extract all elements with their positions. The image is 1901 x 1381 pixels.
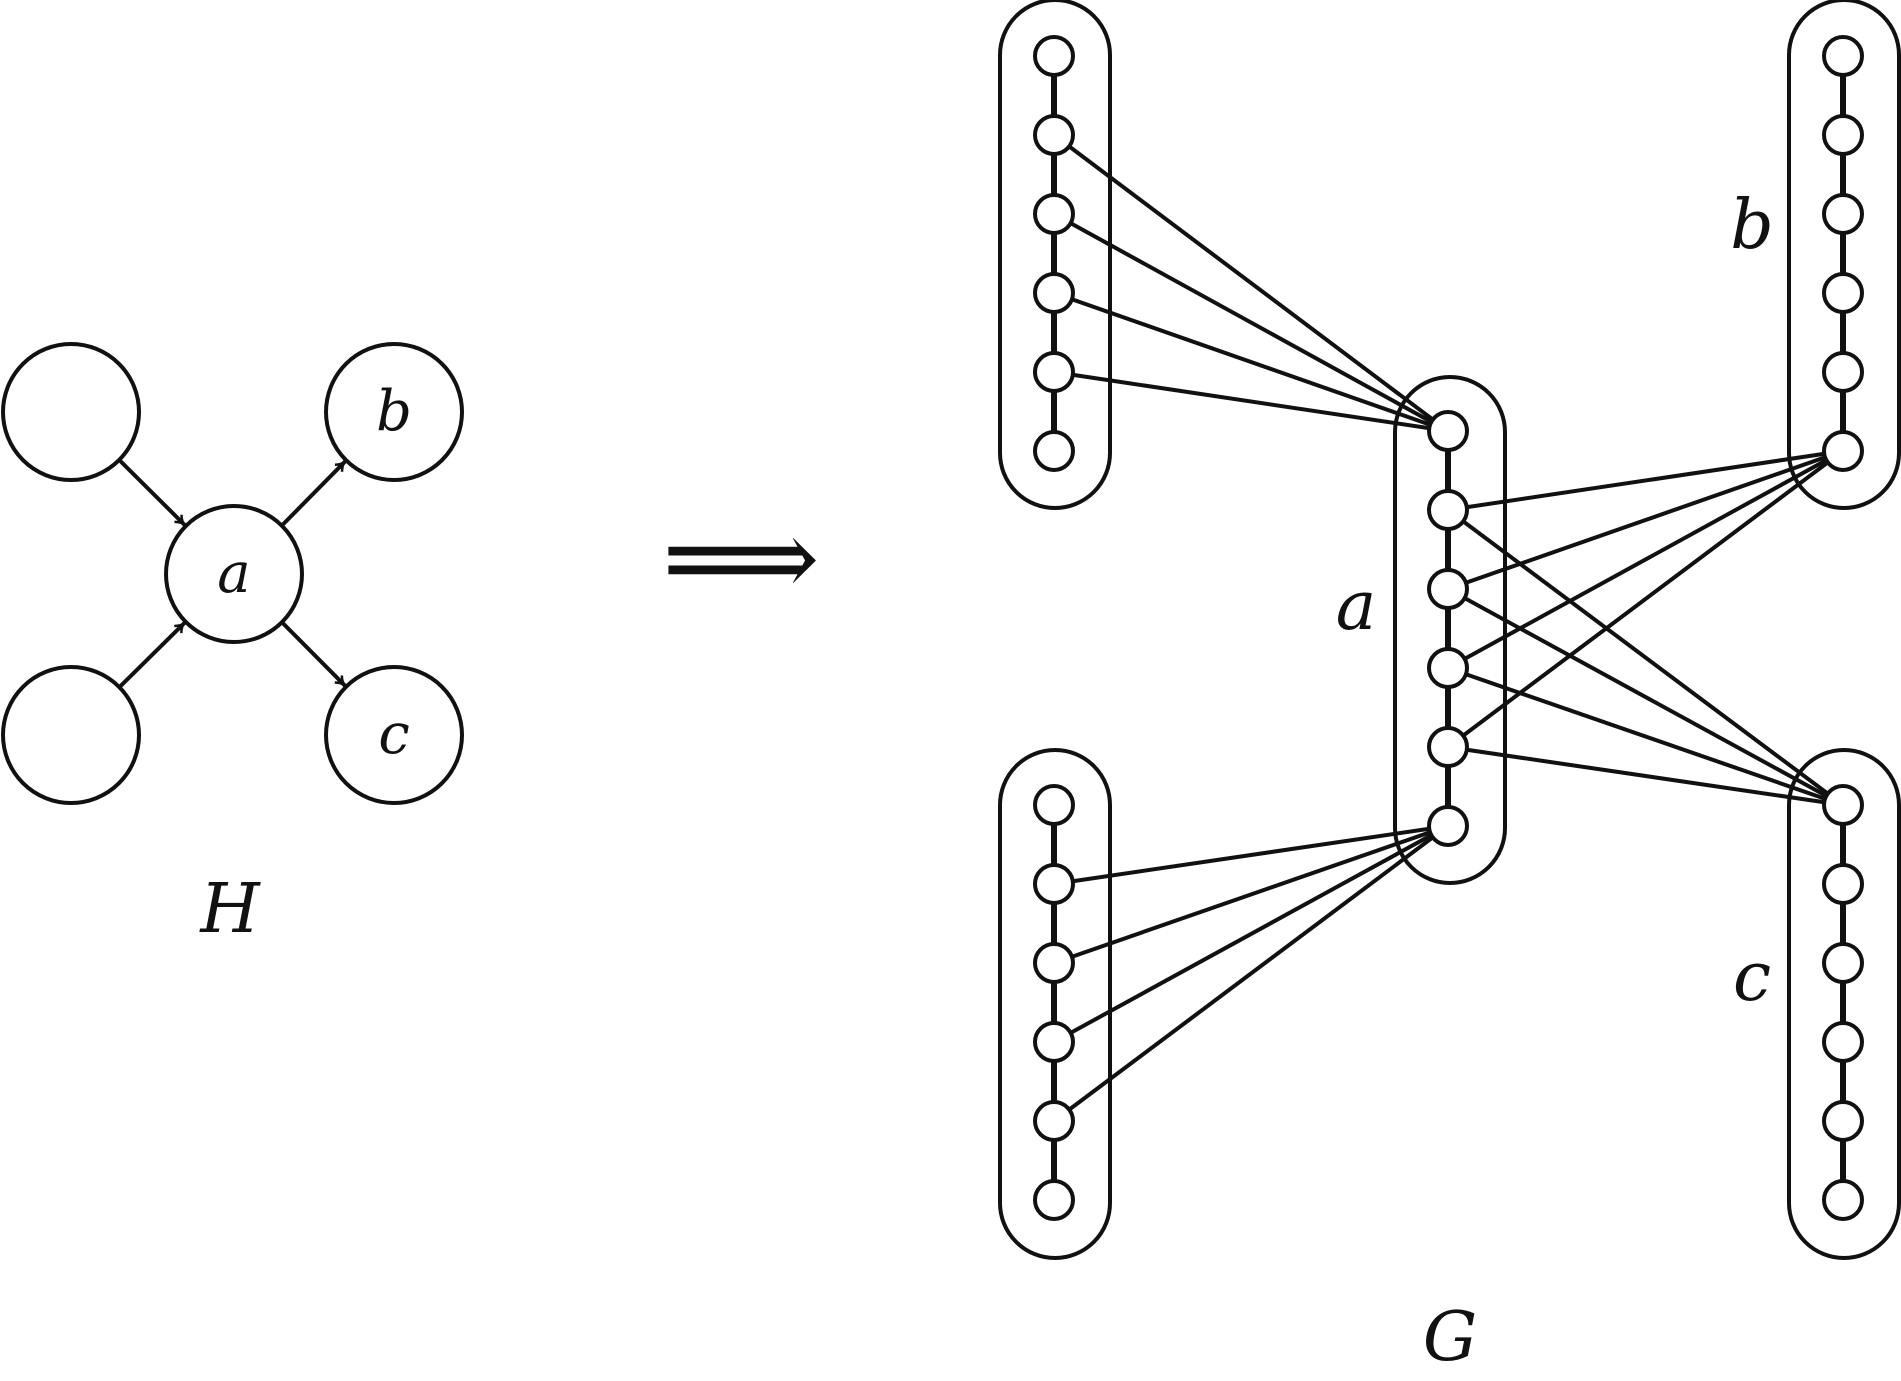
g-cross-edge-u23-a5 — [1053, 824, 1449, 1044]
g-cross-edge-a1-c0 — [1446, 508, 1845, 807]
g-vertex-a-3 — [1427, 647, 1469, 689]
h-node-label-a: a — [217, 541, 250, 606]
g-vertex-b-2 — [1822, 193, 1864, 235]
g-group-outline-u2 — [998, 748, 1112, 1260]
h-node-b — [324, 342, 464, 482]
g-vertex-u2-5 — [1033, 1179, 1075, 1221]
graph-g-chains — [1051, 56, 1846, 1200]
h-node-u2 — [1, 665, 141, 805]
g-group-label-b: b — [1730, 186, 1774, 265]
g-cross-edge-u24-a5 — [1052, 824, 1450, 1123]
graph-g-vertices — [1033, 35, 1864, 1221]
g-vertex-u2-4 — [1033, 1100, 1075, 1142]
g-vertex-u2-2 — [1033, 942, 1075, 984]
graph-h-caption: H — [198, 870, 261, 949]
g-vertex-b-3 — [1822, 272, 1864, 314]
g-vertex-u2-1 — [1033, 863, 1075, 905]
g-vertex-c-1 — [1822, 863, 1864, 905]
g-cross-edge-a4-c0 — [1447, 745, 1844, 807]
g-cross-edge-u21-a5 — [1053, 824, 1449, 886]
g-vertex-c-3 — [1822, 1021, 1864, 1063]
g-cross-edge-u11-a0 — [1052, 133, 1450, 433]
g-group-outline-u1 — [998, 0, 1112, 510]
g-vertex-u2-0 — [1033, 784, 1075, 826]
g-group-outline-a — [1393, 375, 1507, 885]
graph-h-edges — [117, 458, 347, 689]
g-cross-edge-u14-a0 — [1053, 370, 1449, 433]
implies-arrow: ⟹ — [662, 494, 820, 622]
g-vertex-c-0 — [1822, 784, 1864, 826]
graph-g-groups — [998, 0, 1901, 1260]
g-group-label-a: a — [1336, 567, 1377, 646]
g-group-label-c: c — [1733, 938, 1771, 1017]
g-vertex-u1-0 — [1033, 35, 1075, 77]
g-vertex-b-0 — [1822, 35, 1864, 77]
graph-g-labels: a b c — [1336, 186, 1774, 1017]
h-node-label-b: b — [376, 379, 412, 444]
g-group-outline-c — [1787, 748, 1901, 1260]
h-node-c — [324, 665, 464, 805]
g-vertex-a-2 — [1427, 568, 1469, 610]
g-vertex-a-1 — [1427, 489, 1469, 531]
g-vertex-a-4 — [1427, 726, 1469, 768]
h-edge-a-b — [280, 459, 347, 528]
g-vertex-c-5 — [1822, 1179, 1864, 1221]
g-cross-edge-a3-c0 — [1447, 666, 1844, 807]
graph-g: a b c G — [998, 0, 1901, 1377]
g-cross-edge-a3-b5 — [1447, 449, 1844, 670]
g-vertex-c-2 — [1822, 942, 1864, 984]
h-edge-a-c — [280, 620, 347, 688]
g-vertex-u1-2 — [1033, 193, 1075, 235]
g-vertex-u1-5 — [1033, 430, 1075, 472]
g-cross-edge-u22-a5 — [1053, 824, 1449, 965]
g-vertex-u1-4 — [1033, 351, 1075, 393]
g-cross-edge-u12-a0 — [1053, 212, 1449, 433]
g-vertex-b-4 — [1822, 351, 1864, 393]
g-vertex-u1-3 — [1033, 272, 1075, 314]
h-edge-u2-a — [117, 621, 187, 689]
graph-g-caption: G — [1423, 1298, 1477, 1377]
g-group-outline-b — [1787, 0, 1901, 510]
h-edge-u1-a — [117, 458, 187, 527]
h-node-label-c: c — [378, 702, 409, 767]
h-node-a — [164, 504, 304, 644]
g-vertex-u1-1 — [1033, 114, 1075, 156]
graph-g-cross-edges — [1052, 133, 1845, 1123]
g-vertex-a-5 — [1427, 805, 1469, 847]
graph-h: a b c H — [1, 342, 464, 949]
h-node-u1 — [1, 342, 141, 482]
g-vertex-b-1 — [1822, 114, 1864, 156]
g-cross-edge-a2-c0 — [1447, 587, 1844, 807]
g-vertex-c-4 — [1822, 1100, 1864, 1142]
g-cross-edge-a4-b5 — [1446, 449, 1845, 749]
g-vertex-a-0 — [1427, 410, 1469, 452]
g-vertex-u2-3 — [1033, 1021, 1075, 1063]
graph-h-nodes: a b c — [1, 342, 464, 805]
g-vertex-b-5 — [1822, 430, 1864, 472]
g-cross-edge-a1-b5 — [1447, 449, 1844, 512]
g-cross-edge-a2-b5 — [1447, 449, 1844, 591]
g-cross-edge-u13-a0 — [1053, 291, 1449, 433]
